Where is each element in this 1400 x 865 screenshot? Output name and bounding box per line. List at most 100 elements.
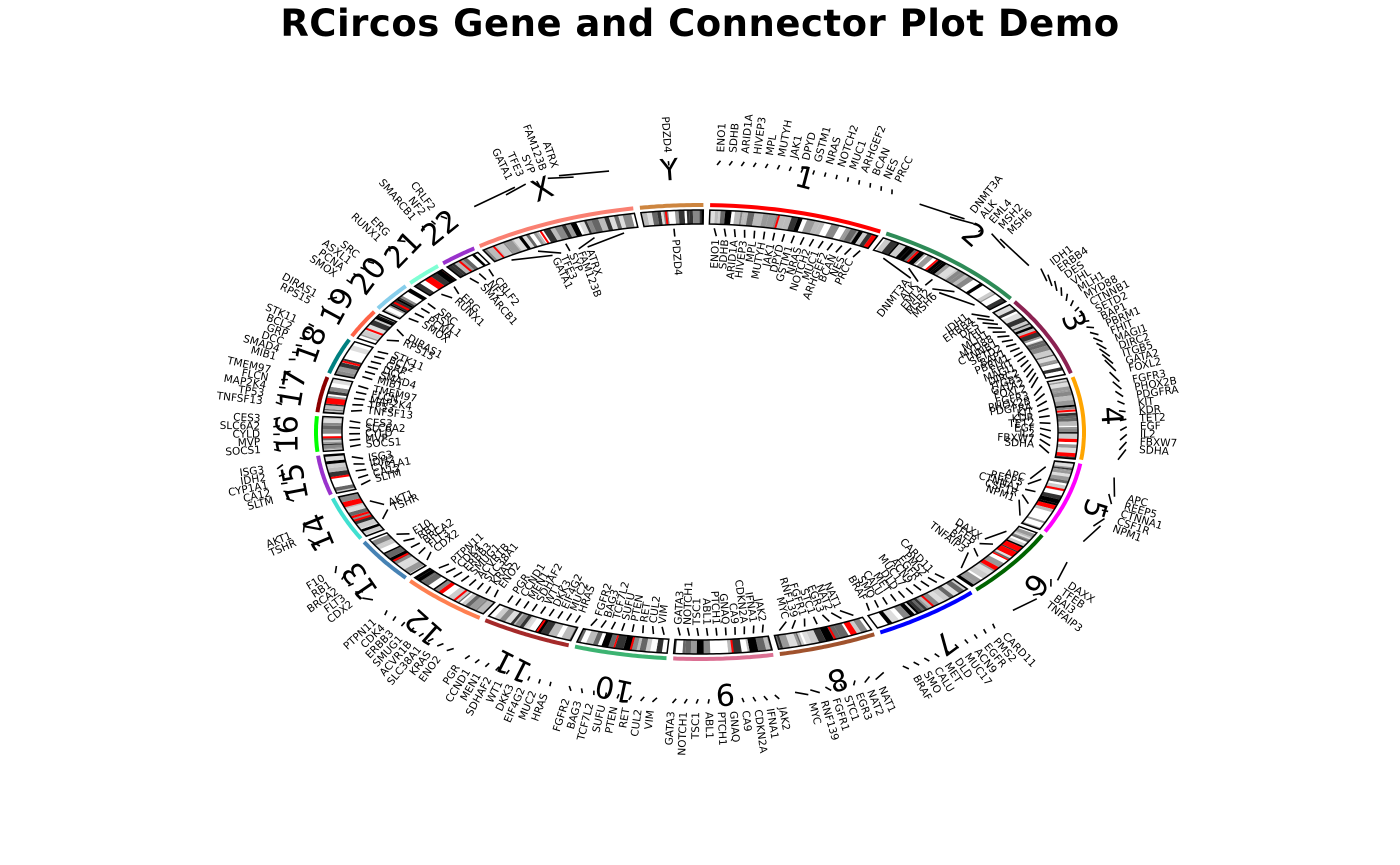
gene-label-outer: HIVEP3 <box>752 116 769 155</box>
connector <box>713 228 718 237</box>
connector <box>843 247 852 256</box>
connector <box>396 328 405 337</box>
gene-label-outer: CES3 <box>233 412 261 425</box>
gene-label-outer: SDHB <box>727 123 741 154</box>
connector <box>776 164 781 170</box>
chromosome-arc-21 <box>409 264 439 285</box>
connector <box>1101 509 1109 513</box>
connector <box>453 286 460 295</box>
connector <box>283 370 291 374</box>
gene-label-outer: APC <box>1126 493 1149 510</box>
connector <box>362 597 374 601</box>
gene-label-outer: CA9 <box>739 710 753 732</box>
connector <box>1065 293 1069 302</box>
connector <box>346 279 352 284</box>
gene-label-outer: ARID1A <box>740 113 756 154</box>
connector <box>677 627 681 636</box>
connector <box>587 232 625 248</box>
connector <box>386 339 400 342</box>
chromosome-arc-13 <box>362 540 407 580</box>
connector <box>1020 359 1029 368</box>
connector <box>445 567 456 574</box>
gene-label-inner: NOTCH1 <box>682 581 696 625</box>
ideogram-1 <box>708 209 879 250</box>
connector <box>991 233 1006 249</box>
connector <box>1030 376 1039 389</box>
connector <box>410 542 421 549</box>
gene-label-outer: ABL1 <box>702 712 715 739</box>
gene-label-inner: FBXW7 <box>997 432 1035 445</box>
connector <box>478 272 487 281</box>
connector <box>740 161 745 167</box>
connector <box>557 610 564 619</box>
connector <box>1108 493 1113 505</box>
ideogram-18 <box>333 340 375 380</box>
chromosome-label-1: 1 <box>791 159 818 198</box>
connector <box>897 590 906 599</box>
gene-label-inner: IDH2 <box>369 453 396 469</box>
connector <box>984 530 1007 540</box>
chromosome-label-2: 2 <box>954 216 991 255</box>
gene-label-inner: VIM <box>657 604 671 625</box>
connector <box>273 441 281 444</box>
connector <box>1013 351 1024 358</box>
connector <box>507 595 514 603</box>
ideogram-6 <box>956 525 1039 588</box>
connector <box>1056 561 1068 581</box>
connector <box>565 243 571 252</box>
connector <box>823 172 827 177</box>
connector <box>540 606 547 615</box>
connector <box>574 615 582 624</box>
connector <box>367 365 379 370</box>
connector <box>1018 499 1021 516</box>
connector <box>604 692 608 698</box>
connector <box>902 665 910 670</box>
chromosome-arc-16 <box>314 416 320 453</box>
chromosome-arc-15 <box>316 455 333 496</box>
connector <box>558 170 610 177</box>
ideogram-12 <box>413 567 496 615</box>
connector <box>716 160 722 166</box>
chromosome-arc-Y <box>639 203 704 210</box>
connector <box>799 236 805 246</box>
connector <box>1035 393 1046 402</box>
connector <box>340 574 346 580</box>
gene-label-inner: HIVEP3 <box>733 240 750 279</box>
gene-label-inner: CA9 <box>726 602 740 624</box>
connector <box>873 599 880 608</box>
ideogram-8 <box>773 616 873 650</box>
connector <box>1032 592 1045 596</box>
gene-label-outer: KIT <box>1137 396 1155 410</box>
gene-label-outer: IL2 <box>1140 428 1156 440</box>
connector <box>360 479 371 486</box>
connector <box>982 628 987 634</box>
connector <box>1086 326 1095 329</box>
connector <box>350 409 363 412</box>
connector <box>979 542 994 545</box>
ideogram-21 <box>413 268 458 297</box>
connector <box>516 672 521 678</box>
gene-label-outer: SDHA <box>1139 444 1170 458</box>
connector <box>753 230 756 239</box>
ideogram-15 <box>323 452 357 495</box>
gene-label-outer: TNFSF13 <box>215 390 263 407</box>
chromosome-arc-10 <box>574 644 667 661</box>
connector <box>273 425 280 428</box>
connector <box>1092 517 1105 527</box>
connector <box>580 688 584 694</box>
connector <box>302 522 306 533</box>
connector <box>321 305 326 313</box>
connector <box>427 302 436 310</box>
connector <box>761 624 764 633</box>
gene-label-outer: PDZD4 <box>659 116 674 153</box>
chromosome-arc-17 <box>315 376 330 413</box>
gene-label-outer: FLCN <box>241 367 270 384</box>
gene-label-outer: EGF <box>1140 420 1161 432</box>
connector <box>971 313 990 318</box>
connector <box>1108 371 1120 383</box>
gene-label-outer: CDKN2A <box>751 709 769 755</box>
gene-label-outer: TP53 <box>236 384 265 400</box>
connector <box>1027 478 1042 485</box>
ideogram-13 <box>368 531 428 576</box>
connector <box>353 272 359 278</box>
